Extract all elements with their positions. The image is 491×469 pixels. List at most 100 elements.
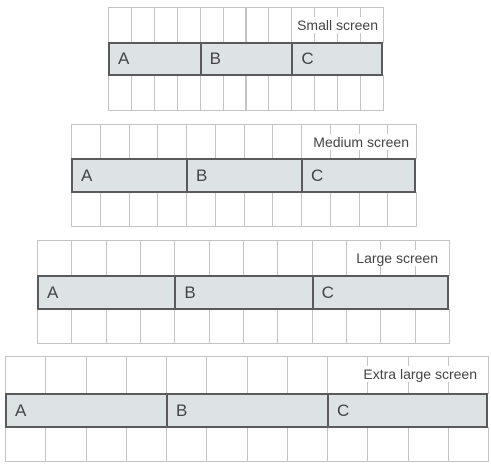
column-label: C: [321, 282, 334, 302]
screen-size-label: Small screen: [296, 17, 379, 33]
grid-cell: [186, 124, 216, 159]
grid-cell: [301, 192, 331, 227]
column-block-b: B: [166, 393, 329, 428]
grid-cell: [243, 192, 274, 227]
grid-cell: [245, 7, 270, 43]
grid-cell: [140, 309, 176, 344]
grid-cell: [222, 7, 247, 43]
grid-cell: [346, 309, 382, 344]
grid-cell: [222, 75, 247, 111]
grid-cell: [291, 75, 316, 111]
grid-cell: [186, 192, 216, 227]
grid-cell: [272, 192, 302, 227]
screen-size-label: Extra large screen: [362, 366, 478, 382]
grid-cell: [45, 356, 87, 394]
grid-cell: [166, 427, 208, 462]
column-label: B: [209, 49, 221, 68]
grid-cell: [71, 309, 107, 344]
grid-cell: [130, 7, 155, 43]
column-label: B: [176, 400, 188, 420]
grid-cell: [208, 309, 244, 344]
grid-cell: [128, 192, 159, 227]
grid-cell: [153, 7, 178, 43]
grid-cell: [105, 309, 141, 344]
grid-cell: [125, 356, 167, 394]
screen-size-label: Large screen: [355, 250, 439, 266]
grid-cell: [108, 75, 132, 111]
grid-cell: [128, 124, 159, 159]
grid-cell: [447, 427, 489, 462]
grid-cell: [206, 356, 248, 394]
grid-cell: [108, 7, 132, 43]
grid-cell: [286, 356, 328, 394]
grid-cell: [125, 427, 167, 462]
grid-cell: [327, 427, 369, 462]
column-block-a: A: [71, 158, 188, 193]
column-block-b: B: [186, 158, 303, 193]
grid-cell: [37, 240, 73, 276]
column-label: B: [196, 165, 208, 185]
grid-cell: [5, 356, 47, 394]
grid-cell: [71, 192, 101, 227]
grid-cell: [199, 7, 224, 43]
column-label: C: [301, 49, 314, 68]
grid-cell: [311, 240, 347, 276]
grid-cell: [358, 192, 389, 227]
grid-cell: [174, 240, 210, 276]
grid-cell: [208, 240, 244, 276]
column-label: A: [118, 49, 130, 68]
column-label: A: [81, 165, 93, 185]
grid-cell: [45, 427, 87, 462]
grid-cell: [71, 240, 107, 276]
grid-cell: [174, 309, 210, 344]
column-block-a: A: [5, 393, 168, 428]
grid-cell: [176, 7, 201, 43]
column-block-c: C: [301, 158, 416, 193]
column-label: A: [15, 400, 27, 420]
grid-cell: [407, 427, 449, 462]
grid-cell: [206, 427, 248, 462]
grid-cell: [243, 309, 279, 344]
grid-cell: [245, 75, 270, 111]
grid-cell: [99, 124, 130, 159]
grid-cell: [311, 309, 347, 344]
column-block-c: C: [311, 275, 449, 310]
grid-cell: [337, 75, 362, 111]
grid-cell: [243, 240, 279, 276]
column-block-a: A: [37, 275, 177, 310]
column-block-b: B: [199, 42, 294, 76]
grid-cell: [246, 427, 288, 462]
grid-cell: [153, 75, 178, 111]
grid-cell: [272, 124, 302, 159]
grid-cell: [85, 427, 127, 462]
grid-cell: [277, 309, 313, 344]
grid-cell: [277, 240, 313, 276]
grid-cell: [85, 356, 127, 394]
grid-cell: [130, 75, 155, 111]
column-block-c: C: [291, 42, 383, 76]
grid-cell: [105, 240, 141, 276]
screen-size-label: Medium screen: [312, 134, 410, 150]
grid-cell: [99, 192, 130, 227]
grid-cell: [367, 427, 409, 462]
grid-cell: [157, 192, 187, 227]
grid-cell: [414, 309, 450, 344]
column-label: B: [184, 282, 196, 302]
column-label: C: [337, 400, 350, 420]
column-block-b: B: [174, 275, 314, 310]
grid-cell: [387, 192, 417, 227]
column-block-c: C: [327, 393, 488, 428]
grid-cell: [360, 75, 384, 111]
grid-cell: [166, 356, 208, 394]
grid-cell: [380, 309, 416, 344]
grid-cell: [71, 124, 101, 159]
grid-cell: [246, 356, 288, 394]
column-block-a: A: [108, 42, 202, 76]
grid-cell: [268, 7, 293, 43]
column-label: C: [311, 165, 324, 185]
grid-cell: [5, 427, 47, 462]
